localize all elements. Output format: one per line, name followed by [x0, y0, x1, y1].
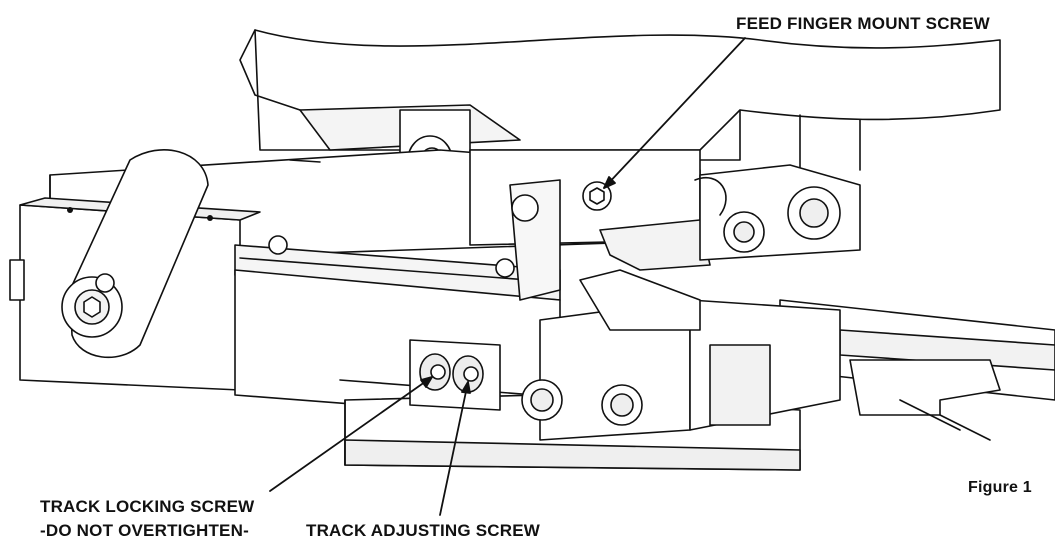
right-upper-screw: [787, 186, 841, 240]
feed-finger-block: [469, 149, 711, 331]
feed-finger-leader: [603, 37, 746, 189]
leader-lines: [269, 37, 746, 516]
lower-right-block: [521, 299, 841, 441]
feed-finger-mount-screw-head: [582, 181, 612, 211]
adjustment-screw-plate: [409, 339, 501, 411]
track-locking-screw-head: [430, 364, 446, 380]
track-locking-screw-label: TRACK LOCKING SCREW: [40, 497, 255, 516]
swing-lever: [61, 149, 209, 359]
upper-feed-housing: [239, 29, 1001, 171]
feed-finger-mount-screw-label: FEED FINGER MOUNT SCREW: [736, 14, 990, 33]
track-adjusting-screw-label: TRACK ADJUSTING SCREW: [306, 521, 541, 540]
right-rail-assembly: [779, 299, 1055, 441]
track-locking-leader: [269, 376, 433, 492]
lower-screw-left: [521, 379, 563, 421]
figure-caption: Figure 1: [968, 479, 1032, 496]
right-screw-cluster: [694, 164, 861, 261]
track-adjusting-screw-head: [463, 366, 479, 382]
right-lower-screw: [723, 211, 765, 253]
track-locking-warning-label: -DO NOT OVERTIGHTEN-: [40, 521, 249, 540]
track-adjusting-leader: [439, 381, 469, 516]
lower-screw-right: [601, 384, 643, 426]
